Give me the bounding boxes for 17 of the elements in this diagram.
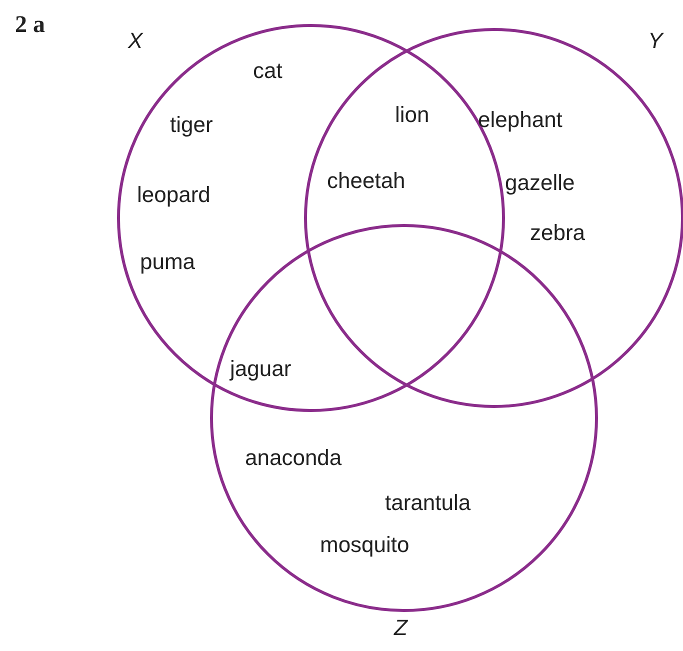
set-label: Z xyxy=(394,615,408,641)
set-label: Y xyxy=(648,28,663,54)
set-element: tarantula xyxy=(385,490,471,516)
set-element: gazelle xyxy=(505,170,575,196)
set-element: elephant xyxy=(478,107,562,133)
set-element: lion xyxy=(395,102,430,128)
set-label: X xyxy=(128,28,143,54)
set-element: tiger xyxy=(170,112,213,138)
set-element: cheetah xyxy=(327,168,406,194)
set-element: zebra xyxy=(530,220,586,246)
set-element: mosquito xyxy=(320,532,410,558)
set-element: puma xyxy=(140,249,196,275)
set-element: jaguar xyxy=(230,356,292,382)
set-element: leopard xyxy=(137,182,210,208)
question-number: 2 a xyxy=(15,12,45,39)
set-element: anaconda xyxy=(245,445,342,471)
set-element: cat xyxy=(253,58,282,84)
